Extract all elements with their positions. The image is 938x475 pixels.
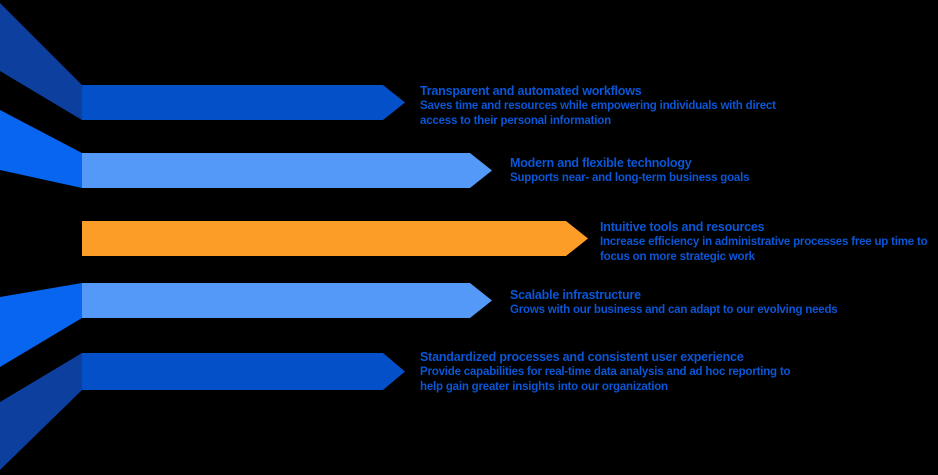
ribbon-5 — [0, 353, 82, 470]
item-title: Transparent and automated workflows — [420, 84, 642, 98]
ribbon-1 — [0, 3, 82, 120]
arrow-bar-2 — [82, 153, 492, 188]
arrow-bar-3 — [82, 221, 588, 256]
ribbon-2 — [0, 110, 82, 188]
item-description: Increase efficiency in administrative pr… — [600, 236, 928, 263]
arrow-bar-4 — [82, 283, 492, 318]
label-block-1: Transparent and automated workflows Save… — [420, 84, 800, 129]
item-description: Grows with our business and can adapt to… — [510, 304, 838, 316]
item-title: Intuitive tools and resources — [600, 220, 765, 234]
item-title: Modern and flexible technology — [510, 156, 692, 170]
item-title: Scalable infrastructure — [510, 288, 641, 302]
label-block-5: Standardized processes and consistent us… — [420, 350, 800, 395]
item-description: Supports near- and long-term business go… — [510, 172, 750, 184]
item-description: Saves time and resources while empowerin… — [420, 100, 776, 127]
item-title: Standardized processes and consistent us… — [420, 350, 744, 364]
label-block-3: Intuitive tools and resources Increase e… — [600, 220, 938, 265]
arrow-bar-5 — [82, 353, 405, 390]
label-block-4: Scalable infrastructure Grows with our b… — [510, 288, 890, 318]
item-description: Provide capabilities for real-time data … — [420, 366, 791, 393]
arrow-bar-1 — [82, 85, 405, 120]
ribbon-4 — [0, 283, 82, 367]
label-block-2: Modern and flexible technology Supports … — [510, 156, 890, 186]
